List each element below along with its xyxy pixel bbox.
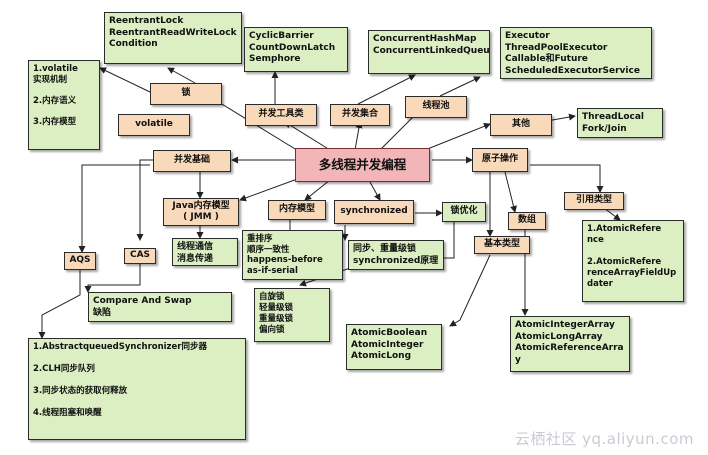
lock-optimization-node: 锁优化 (442, 202, 486, 222)
cas-notes-box: Compare And Swap 缺陷 (88, 292, 232, 322)
array-node: 数组 (508, 212, 546, 230)
executors-box: Executor ThreadPoolExecutor Callable和Fut… (500, 27, 652, 79)
array-atomic-box: AtomicIntegerArray AtomicLongArray Atomi… (510, 316, 630, 372)
memory-model-notes-box: 重排序 顺序一致性 happens-before as-if-serial (242, 230, 343, 280)
center-topic: 多线程并发编程 (295, 148, 430, 182)
concurrency-tools-node: 并发工具类 (245, 104, 317, 126)
atomic-ops-node: 原子操作 (472, 148, 528, 172)
lock-node: 锁 (150, 83, 222, 105)
aqs-node: AQS (64, 252, 96, 270)
synchronized-node: synchronized (334, 200, 414, 224)
reference-atomic-box: 1.AtomicRefere nce 2.AtomicRefere renceA… (582, 220, 684, 302)
basic-types-node: 基本类型 (474, 236, 530, 254)
tool-classes-box: CyclicBarrier CountDownLatch Semphore (244, 27, 348, 72)
volatile-notes-box: 1.volatile 实现机制 2.内存语义 3.内存模型 (28, 60, 100, 150)
others-node: 其他 (490, 114, 552, 136)
others-box: ThreadLocal Fork/Join (577, 108, 663, 138)
cas-node: CAS (124, 248, 156, 264)
reference-types-node: 引用类型 (564, 192, 624, 210)
sync-notes-box: 同步、重量级锁 synchronized原理 (348, 240, 444, 270)
basic-atomic-box: AtomicBoolean AtomicInteger AtomicLong (346, 324, 442, 370)
aqs-notes-box: 1.AbstractqueuedSynchronizer同步器 2.CLH同步队… (28, 338, 246, 440)
concurrency-basics-node: 并发基础 (153, 150, 231, 172)
thread-pool-node: 线程池 (405, 96, 467, 118)
concurrent-collections-node: 并发集合 (330, 104, 390, 126)
collections-box: ConcurrentHashMap ConcurrentLinkedQueue (368, 30, 490, 74)
jmm-node: Java内存模型 ( JMM ) (163, 198, 239, 226)
jmm-notes-box: 线程通信 消息传递 (172, 238, 238, 266)
watermark: 云栖社区 yq.aliyun.com (514, 430, 694, 448)
lock-types-box: 自旋锁 轻量级锁 重量级锁 偏向锁 (254, 288, 330, 342)
memory-model-node: 内存模型 (268, 200, 326, 220)
lock-classes-box: ReentrantLock ReentrantReadWriteLock Con… (104, 12, 242, 64)
volatile-node: volatile (118, 114, 190, 136)
